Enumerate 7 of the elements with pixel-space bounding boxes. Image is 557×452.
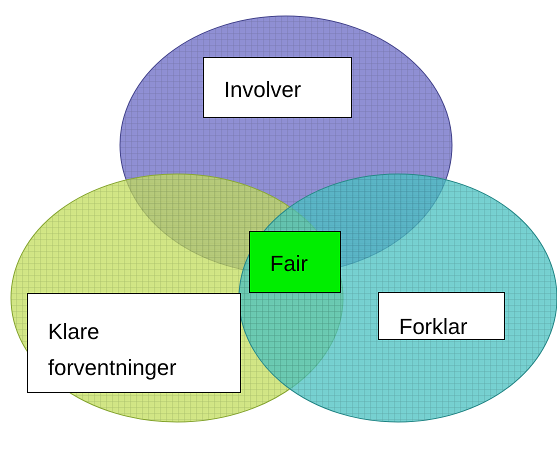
venn-label: Forklar — [399, 313, 468, 341]
label-box — [249, 231, 341, 293]
venn-label: Involver — [224, 76, 302, 104]
venn-label: Klare forventninger — [48, 318, 178, 382]
label-box — [378, 292, 505, 340]
label-box — [203, 57, 352, 118]
venn-label: Fair — [270, 250, 308, 278]
